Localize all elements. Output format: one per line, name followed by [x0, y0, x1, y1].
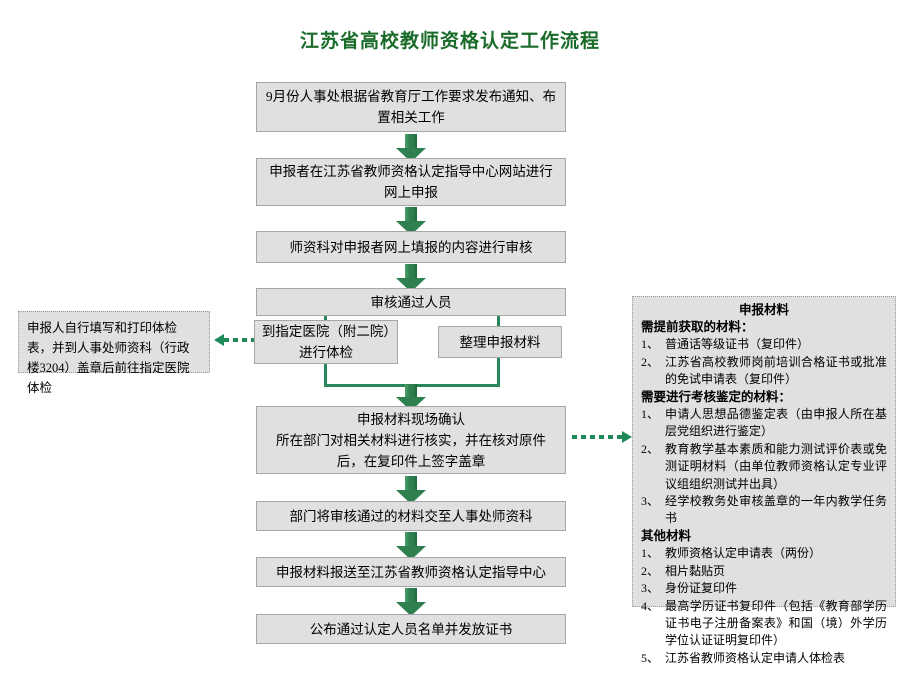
flow-node-step3-label: 师资科对申报者网上填报的内容进行审核 [289, 239, 533, 255]
materials-list-item: 5、 江苏省教师资格认定申请人体检表 [641, 650, 887, 667]
materials-section-heading-1: 需提前获取的材料： [641, 320, 754, 334]
materials-item-number: 2、 [641, 441, 660, 456]
flow-node-branch-right-label: 整理申报材料 [459, 334, 541, 350]
flow-node-branch-left-label: 到指定医院（附二院）进行体检 [261, 324, 391, 360]
materials-link-line [572, 435, 624, 439]
flow-node-step6-label: 部门将审核通过的材料交至人事处师资科 [289, 508, 533, 524]
materials-item-number: 1、 [641, 337, 660, 352]
flow-node-branch-right: 整理申报材料 [438, 326, 562, 358]
flow-node-step8: 公布通过认定人员名单并发放证书 [256, 614, 566, 644]
materials-item-text: 江苏省教师资格认定申请人体检表 [665, 650, 846, 665]
materials-item-text: 经学校教务处审核盖章的一年内教学任务书 [665, 494, 887, 526]
materials-link-arrowhead [622, 431, 632, 443]
materials-item-number: 3、 [641, 494, 660, 509]
materials-item-number: 4、 [641, 598, 660, 613]
materials-panel-title: 申报材料 [738, 303, 789, 317]
flow-node-step3: 师资科对申报者网上填报的内容进行审核 [256, 231, 566, 263]
materials-list-item: 2、 教育教学基本素质和能力测试评价表或免测证明材料（由单位教师资格认定专业评议… [641, 441, 887, 493]
materials-item-text: 普通话等级证书（复印件） [665, 337, 810, 352]
materials-item-text: 身份证复印件 [665, 581, 738, 596]
materials-list-item: 2、 江苏省高校教师岗前培训合格证书或批准的免试申请表（复印件） [641, 354, 887, 389]
flow-arrow-5 [396, 476, 426, 504]
materials-item-number: 1、 [641, 546, 660, 561]
flow-node-step4-label: 审核通过人员 [370, 294, 452, 310]
flow-node-step7-label: 申报材料报送至江苏省教师资格认定指导中心 [276, 564, 546, 580]
materials-item-text: 教育教学基本素质和能力测试评价表或免测证明材料（由单位教师资格认定专业评议组组织… [665, 441, 887, 491]
materials-item-number: 2、 [641, 354, 660, 369]
flow-node-step6: 部门将审核通过的材料交至人事处师资科 [256, 501, 566, 531]
flow-node-step7: 申报材料报送至江苏省教师资格认定指导中心 [256, 557, 566, 587]
side-note-link-arrowhead [214, 334, 224, 346]
flow-node-step4: 审核通过人员 [256, 288, 566, 316]
materials-list-item: 4、 最高学历证书复印件（包括《教育部学历证书电子注册备案表》和国（境）外学历学… [641, 598, 887, 650]
branch-connector-left-bottom [324, 364, 327, 386]
flow-arrow-7 [396, 588, 426, 616]
materials-item-text: 教师资格认定申请表（两份） [665, 546, 822, 561]
flow-node-step8-label: 公布通过认定人员名单并发放证书 [309, 621, 513, 637]
flow-node-branch-left: 到指定医院（附二院）进行体检 [254, 320, 398, 364]
materials-item-text: 相片黏贴页 [665, 563, 726, 578]
flow-node-step1: 9月份人事处根据省教育厅工作要求发布通知、布置相关工作 [256, 82, 566, 132]
materials-section-heading-2: 需要进行考核鉴定的材料： [641, 389, 792, 404]
materials-item-number: 2、 [641, 563, 660, 578]
branch-connector-right-bottom [497, 358, 500, 386]
materials-item-number: 1、 [641, 407, 660, 422]
flow-node-step5: 申报材料现场确认 所在部门对相关材料进行核实，并在核对原件后，在复印件上签字盖章 [256, 406, 566, 474]
materials-list-item: 1、 普通话等级证书（复印件） [641, 336, 887, 353]
branch-connector-right-top [497, 316, 500, 330]
flow-arrow-6 [396, 532, 426, 560]
flow-node-step1-label: 9月份人事处根据省教育厅工作要求发布通知、布置相关工作 [265, 89, 557, 125]
materials-list-item: 1、 申请人思想品德鉴定表（由申报人所在基层党组织进行鉴定） [641, 406, 887, 441]
materials-list-item: 1、 教师资格认定申请表（两份） [641, 545, 887, 562]
materials-item-text: 江苏省高校教师岗前培训合格证书或批准的免试申请表（复印件） [665, 354, 887, 387]
materials-panel: 申报材料 需提前获取的材料： 1、 普通话等级证书（复印件） 2、 江苏省高校教… [632, 296, 896, 665]
materials-list-item: 3、 经学校教务处审核盖章的一年内教学任务书 [641, 493, 887, 528]
side-note-medical-exam-text: 申报人自行填写和打印体检表，并到人事处师资科（行政楼3204）盖章后前往指定医院… [27, 321, 190, 395]
materials-item-text: 申请人思想品德鉴定表（由申报人所在基层党组织进行鉴定） [665, 407, 887, 439]
flow-node-step2-label: 申报者在江苏省教师资格认定指导中心网站进行网上申报 [269, 164, 553, 200]
materials-list-item: 3、 身份证复印件 [641, 580, 887, 597]
materials-item-number: 3、 [641, 581, 660, 596]
flow-node-step5-label: 申报材料现场确认 所在部门对相关材料进行核实，并在核对原件后，在复印件上签字盖章 [276, 411, 546, 469]
materials-list-item: 2、 相片黏贴页 [641, 563, 887, 580]
side-note-medical-exam: 申报人自行填写和打印体检表，并到人事处师资科（行政楼3204）盖章后前往指定医院… [18, 311, 210, 395]
flow-node-step2: 申报者在江苏省教师资格认定指导中心网站进行网上申报 [256, 158, 566, 206]
materials-item-text: 最高学历证书复印件（包括《教育部学历证书电子注册备案表》和国（境）外学历学位认证… [665, 598, 887, 648]
materials-section-heading-3: 其他材料 [641, 528, 692, 543]
side-note-link-line [224, 338, 254, 342]
materials-item-number: 5、 [641, 650, 660, 665]
page-title: 江苏省高校教师资格认定工作流程 [299, 31, 600, 52]
